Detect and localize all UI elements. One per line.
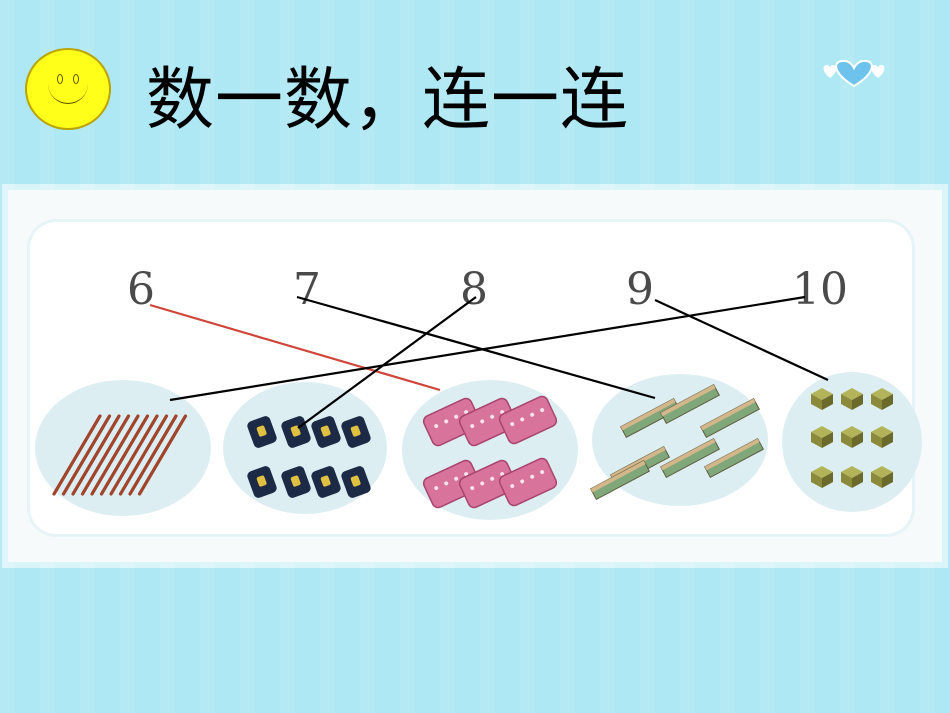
smiley-icon — [25, 48, 111, 130]
cube — [841, 426, 863, 448]
pencil-sharpener — [311, 416, 341, 448]
cube — [811, 466, 833, 488]
connection-8-sharpeners — [297, 296, 477, 429]
cube — [811, 388, 833, 410]
smiley-mouth — [48, 82, 88, 104]
pencil-sharpener — [247, 466, 277, 498]
stick — [128, 414, 178, 496]
cube — [841, 388, 863, 410]
stick — [52, 414, 102, 496]
group-cubes[interactable] — [811, 388, 893, 488]
blob-sticks — [35, 380, 211, 516]
cube — [871, 466, 893, 488]
group-erasers[interactable] — [422, 395, 559, 510]
connection-6-erasers — [149, 303, 441, 392]
ruler — [660, 437, 720, 479]
number-9[interactable]: 9 — [626, 264, 654, 315]
ruler — [660, 383, 720, 425]
pencil-sharpener — [341, 416, 371, 448]
group-rulers[interactable] — [590, 383, 764, 501]
group-sticks[interactable] — [52, 414, 188, 496]
pencil-sharpener — [341, 466, 371, 498]
ruler — [700, 397, 760, 439]
connection-7-rulers — [296, 295, 656, 400]
stick — [99, 414, 150, 496]
ruler — [590, 459, 650, 501]
stick — [80, 414, 131, 496]
stick — [90, 414, 140, 496]
number-10[interactable]: 10 — [792, 264, 848, 315]
page-title: 数一数，连一连 — [146, 61, 630, 140]
hearts-icon — [823, 59, 885, 88]
cube — [871, 388, 893, 410]
stick — [118, 414, 169, 496]
number-7[interactable]: 7 — [293, 264, 321, 315]
connection-10-sticks — [169, 295, 806, 402]
eraser — [498, 395, 558, 445]
cube — [811, 426, 833, 448]
stick — [61, 414, 112, 496]
eraser — [498, 457, 558, 507]
pencil-sharpener — [311, 466, 341, 498]
stick — [109, 414, 159, 496]
cube — [841, 466, 863, 488]
pencil-sharpener — [281, 466, 311, 498]
ruler — [704, 437, 764, 479]
stick — [71, 414, 121, 496]
cube — [871, 426, 893, 448]
stick — [137, 414, 188, 496]
connection-9-cubes — [654, 299, 829, 381]
pencil-sharpener — [247, 416, 277, 448]
